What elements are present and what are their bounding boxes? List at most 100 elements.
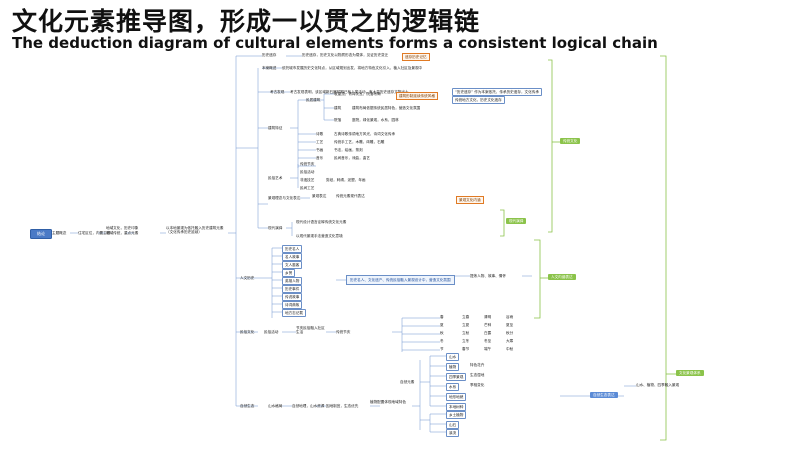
landscape-tag: 景观文化内涵 — [456, 196, 484, 204]
location-node: 住宅区位，内置主题 — [78, 231, 111, 235]
people-note: 提炼人物、故事、情怀 — [470, 274, 506, 278]
folk-activity-node: 民俗活动 — [264, 330, 279, 334]
arch-tag: 建筑形制延续传统风格 — [396, 92, 438, 100]
nature-item-2: 植物 — [446, 363, 460, 371]
people-item-i: 地方志记载 — [282, 309, 306, 317]
arch-building-detail: 建筑布局依据传统民居特色，营造文化氛围 — [352, 106, 421, 110]
landscape-expression: 景观表达 — [312, 194, 327, 198]
people-item-d: 乡贤 — [282, 269, 296, 277]
season-cell: 端午 — [484, 347, 492, 351]
nature-item-12: 溪流 — [446, 429, 460, 437]
season-cell: 夏 — [440, 323, 444, 327]
nature-principle-node: 因地制宜，生态优先 — [326, 404, 359, 408]
nature-landscape-node: 山水格局 — [268, 404, 283, 408]
arch-courtyard-detail: 庭院，绿化景观，水系，园林 — [352, 118, 399, 122]
people-node: 人文历史 — [240, 276, 255, 280]
arch-courtyard-node: 院落 — [334, 118, 342, 122]
season-cell: 秋 — [440, 331, 444, 335]
season-cell: 白露 — [484, 331, 492, 335]
people-item-e: 英雄人物 — [282, 277, 303, 285]
season-cell: 谷雨 — [506, 315, 514, 319]
folk-arts-node: 民俗艺术 — [268, 176, 283, 180]
landscape-node: 景观理念与文化表达 — [268, 196, 301, 200]
people-item-h: 诗词典故 — [282, 301, 303, 309]
nature-note: 山水、植物、四季融入景观 — [636, 383, 680, 387]
arts-activity: 民俗活动 — [300, 170, 315, 174]
modern-tag: 现代演绎 — [506, 218, 527, 225]
season-cell: 立夏 — [462, 323, 470, 327]
nature-tag: 自然生态表达 — [590, 392, 618, 399]
season-cell: 清明 — [484, 315, 492, 319]
season-cell: 立春 — [462, 315, 470, 319]
regional-tradition-node: 地域传统，重点元素 — [106, 231, 139, 235]
natural-group: 自然元素 — [400, 380, 415, 384]
arts-craft: 民间工艺 — [300, 186, 315, 190]
season-cell: 冬 — [440, 339, 444, 343]
folk-node: 考古发现 — [270, 90, 285, 94]
heritage-strategy-node: 以本地景观为依托融入历史建筑元素（文化传承历史延续） — [166, 226, 224, 235]
arts-intangible: 非遗技艺 — [300, 178, 315, 182]
modern-detail-a: 现代设计语言诠释传统文化元素 — [296, 220, 347, 224]
people-item-b: 名人故事 — [282, 253, 303, 261]
season-cell: 立秋 — [462, 331, 470, 335]
literature-node: 诗歌 — [316, 132, 324, 136]
folk-note-b: 传统地方文化，历史文化遗存 — [452, 96, 505, 104]
music-node: 音乐 — [316, 156, 324, 160]
nature-item-4: 水系 — [446, 383, 460, 391]
main-concept-node: 主题概念 — [52, 231, 67, 235]
nature-item-10: 乡土植物 — [446, 411, 467, 419]
modern-node: 现代演绎 — [268, 226, 283, 230]
landscape-expression-detail: 传统元素现代表达 — [336, 194, 365, 198]
people-summary: 历史名人、文化遗产、传统民俗融入景观设计中，营造文化氛围 — [346, 275, 455, 286]
final-tag: 文化景观体系 — [676, 370, 704, 377]
people-item-f: 历史事件 — [282, 285, 303, 293]
page-title: 文化元素推导图，形成一以贯之的逻辑链 — [12, 7, 481, 36]
folk-activity-detail: 节庆民俗融入社区生活 — [296, 326, 325, 335]
folk-note-a: “历史遗存” 作为本案依托，传承历史遗存，文化传承 — [452, 88, 542, 96]
season-cell: 大寒 — [506, 339, 514, 343]
arch-residence-node: 民居建筑 — [306, 98, 321, 102]
folk-culture-node: 民俗文化 — [240, 330, 255, 334]
nature-item-8: 生态湿地 — [470, 373, 485, 377]
nature-item-5: 地形地貌 — [446, 393, 467, 401]
nature-item-9: 季相变化 — [470, 383, 485, 387]
literature-detail: 古典诗歌传颂地方风光，诗词文化传承 — [334, 132, 396, 136]
nature-node: 自然生态 — [240, 404, 255, 408]
nature-item-3: 四季景观 — [446, 373, 467, 381]
history-node: 历史遗存 — [262, 53, 277, 57]
season-cell: 芒种 — [484, 323, 492, 327]
craft-node: 工艺 — [316, 140, 324, 144]
nature-item-6: 本地树种 — [446, 403, 467, 411]
season-cell: 夏至 — [506, 323, 514, 327]
nature-item-1: 山水 — [446, 353, 460, 361]
culture-theme-node: 本案概述 — [262, 66, 277, 70]
people-tag: 人文内涵表达 — [548, 274, 576, 281]
arch-building-node: 建筑 — [334, 106, 342, 110]
nature-geography-node: 自然地理，山水资源 — [292, 404, 325, 408]
music-detail: 民间音乐，戏曲，曲艺 — [334, 156, 370, 160]
modern-detail-b: 以现代景观手法营造文化意境 — [296, 234, 343, 238]
people-item-c: 文人墨客 — [282, 261, 303, 269]
season-cell: 节 — [440, 347, 444, 351]
culture-theme-detail: 依托城市发展历史文化特点，从区域规划出发，将地方特色文化引入，植入社区及景观中 — [282, 66, 423, 70]
regional-culture-node: 地域文化，历史印象 — [106, 226, 139, 230]
nature-item-11: 山石 — [446, 421, 460, 429]
season-cell: 春节 — [462, 347, 470, 351]
arch-residence-detail: 坡屋顶，青砖灰瓦，院落布局 — [334, 92, 381, 96]
nature-planting-node: 植物配置体现地域特色 — [370, 400, 406, 404]
heritage-tag: 传统文化 — [560, 138, 581, 145]
folk-festival-title: 传统节庆 — [336, 330, 351, 334]
season-cell: 立冬 — [462, 339, 470, 343]
season-cell: 中秋 — [506, 347, 514, 351]
season-cell: 冬至 — [484, 339, 492, 343]
painting-detail: 书法，绘画，篆刻 — [334, 148, 363, 152]
root-node: 结论 — [30, 229, 52, 240]
season-cell: 秋分 — [506, 331, 514, 335]
history-detail: 历史遗存，历史文化以物质形态为载体，见证历史变迁 — [302, 53, 389, 57]
folk-detail: 考古发现表明，该区域新石器时期已有人类活动，有大量历史遗存文物出土 — [290, 90, 409, 94]
architecture-node: 建筑特征 — [268, 126, 283, 130]
people-item-g: 传说故事 — [282, 293, 303, 301]
craft-detail: 传统手工艺，木雕，砖雕，石雕 — [334, 140, 385, 144]
season-cell: 春 — [440, 315, 444, 319]
